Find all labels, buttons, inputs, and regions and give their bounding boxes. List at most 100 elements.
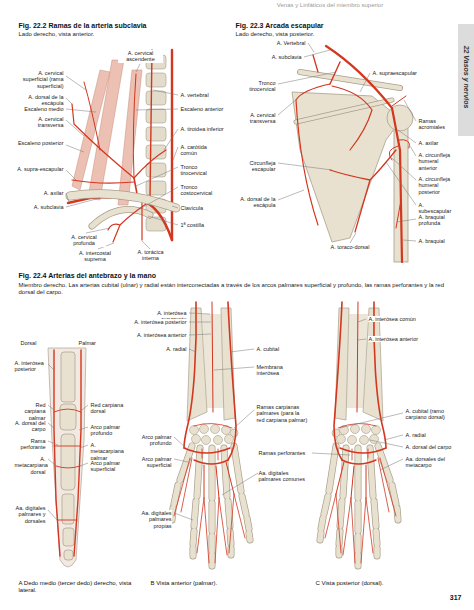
- anatomy-label: Escaleno posterior: [14, 140, 64, 146]
- anatomy-label: A. circunfleja humeral posterior: [418, 176, 458, 195]
- leader-line: [360, 73, 370, 92]
- leader-line: [358, 339, 366, 340]
- scapula-illustration: [296, 100, 392, 122]
- scapula-illustration: [332, 86, 372, 150]
- anatomy-label: A. interósea posterior: [132, 319, 187, 325]
- neck-illustration: [150, 50, 152, 198]
- neck-illustration: [68, 50, 176, 242]
- anatomy-label: Ramas perforantes: [258, 450, 310, 456]
- scapula-illustration: [313, 55, 318, 72]
- anatomy-label: A. cervical transversa: [236, 112, 276, 125]
- anatomy-label: A. braquial profunda: [418, 214, 458, 227]
- neck-illustration: [108, 204, 146, 242]
- anatomy-label: A. dorsal de la escápula: [14, 94, 64, 107]
- anatomy-label: Aa. dorsales del metacarpo: [405, 456, 460, 469]
- anatomy-label: Aa. digitales palmares propias: [130, 510, 172, 529]
- page-number: 317: [430, 594, 462, 602]
- figure-title: Fig. 22.2 Ramas de la arteria subclavia: [18, 22, 228, 30]
- leader-line: [164, 129, 178, 150]
- anatomy-label: Arco palmar profundo: [130, 434, 172, 447]
- anatomy-label: A. interósea posterior: [14, 360, 46, 373]
- anatomy-label: A. metacarpiana palmar: [90, 442, 126, 461]
- neck-illustration: [146, 91, 166, 105]
- anatomy-label: Rama perforante: [14, 438, 46, 451]
- anatomy-label: A. radial: [140, 346, 187, 352]
- leader-line: [174, 513, 193, 520]
- leader-line: [48, 423, 54, 428]
- anatomy-label: A. interósea común: [368, 316, 428, 322]
- anatomy-label: A. intercostal suprema: [70, 250, 120, 263]
- leader-line: [174, 437, 186, 448]
- anatomy-label: Escaleno anterior: [180, 106, 225, 112]
- anatomy-label: 1ª costilla: [180, 222, 225, 228]
- leader-line: [397, 219, 416, 222]
- anatomy-label: A. circunfleja humeral anterior: [418, 152, 458, 171]
- finger-illustration: [54, 409, 81, 520]
- chapter-tab: [458, 24, 474, 136]
- scapula-illustration: [326, 46, 402, 262]
- anatomy-label: Ramas acromiales: [418, 118, 458, 131]
- figure-title: Fig. 22.3 Arcada escapular: [235, 22, 435, 30]
- anatomy-label: Clavícula: [180, 205, 225, 211]
- leader-line: [173, 147, 178, 160]
- leader-line: [153, 90, 178, 95]
- anatomy-label: Arco palmar profundo: [90, 424, 126, 437]
- finger-illustration: [64, 550, 73, 560]
- anatomy-label: A. supraescapular: [372, 70, 422, 76]
- leader-line: [66, 98, 72, 104]
- panel-caption: A Dedo medio (tercer dedo) derecho, vist…: [18, 580, 138, 594]
- anatomy-label: A. carótida común: [180, 144, 225, 157]
- leader-line: [140, 187, 178, 209]
- neck-illustration: [146, 181, 166, 195]
- scapula-illustration: [296, 46, 410, 262]
- neck-illustration: [146, 109, 166, 123]
- leader-line: [66, 170, 76, 180]
- leader-line: [404, 100, 416, 121]
- neck-illustration: [72, 180, 134, 183]
- anatomy-label: Red carpiana palmar: [14, 402, 46, 421]
- leader-line: [398, 130, 416, 143]
- finger-illustration: [74, 350, 81, 556]
- anatomy-label: A. radial: [405, 432, 460, 438]
- anatomy-label: Membrana interósea: [256, 364, 301, 377]
- leader-line: [308, 43, 314, 52]
- leader-line: [86, 228, 110, 233]
- anatomy-label: Tronco costocervical: [180, 184, 225, 197]
- leader-line: [278, 163, 332, 170]
- leader-line: [66, 145, 84, 152]
- finger-illustration: [60, 404, 76, 430]
- anatomy-label: A. cubital (ramo carpiano dorsal): [405, 408, 460, 421]
- anatomy-label: A. axilar: [418, 140, 458, 146]
- anatomy-label: A. dorsal del carpo: [14, 420, 46, 433]
- running-header: Venas y Linfáticos del miembro superior: [240, 2, 420, 9]
- figure-subtitle: Lado derecho, vista posterior.: [235, 31, 435, 38]
- anatomy-label: Arco palmar superficial: [130, 456, 172, 469]
- scapula-illustration: [392, 96, 406, 106]
- leader-line: [66, 109, 96, 112]
- panel-caption: B Vista anterior (palmar).: [150, 580, 270, 587]
- panel-caption: C Vista posterior (dorsal).: [315, 580, 445, 587]
- leader-line: [66, 193, 69, 202]
- figure-title: Fig. 22.4 Arterias del antebrazo y la ma…: [18, 272, 318, 280]
- leader-line: [350, 233, 356, 243]
- anatomy-label: A. toraco-dorsal: [330, 244, 370, 250]
- leader-line: [80, 445, 88, 448]
- neck-illustration: [146, 73, 166, 87]
- leader-line: [66, 120, 84, 136]
- anatomy-label: Red carpiana dorsal: [90, 402, 126, 415]
- neck-illustration: [68, 50, 172, 242]
- neck-illustration: [146, 163, 166, 177]
- leader-line: [80, 463, 88, 466]
- leader-line: [136, 64, 140, 72]
- neck-illustration: [84, 82, 100, 150]
- anatomy-label: Circunfleja escapular: [236, 160, 276, 173]
- anatomy-label: A. subclavia: [14, 204, 64, 210]
- finger-illustration: [48, 348, 86, 567]
- leader-line: [214, 367, 254, 370]
- anatomy-label: A. interósea anterior: [132, 332, 187, 338]
- leader-line: [48, 510, 57, 520]
- neck-illustration: [134, 150, 166, 178]
- leader-line: [222, 473, 258, 495]
- anatomy-label: A. dorsal del carpo: [405, 444, 460, 450]
- anatomy-label: A. tiroidea inferior: [180, 126, 225, 132]
